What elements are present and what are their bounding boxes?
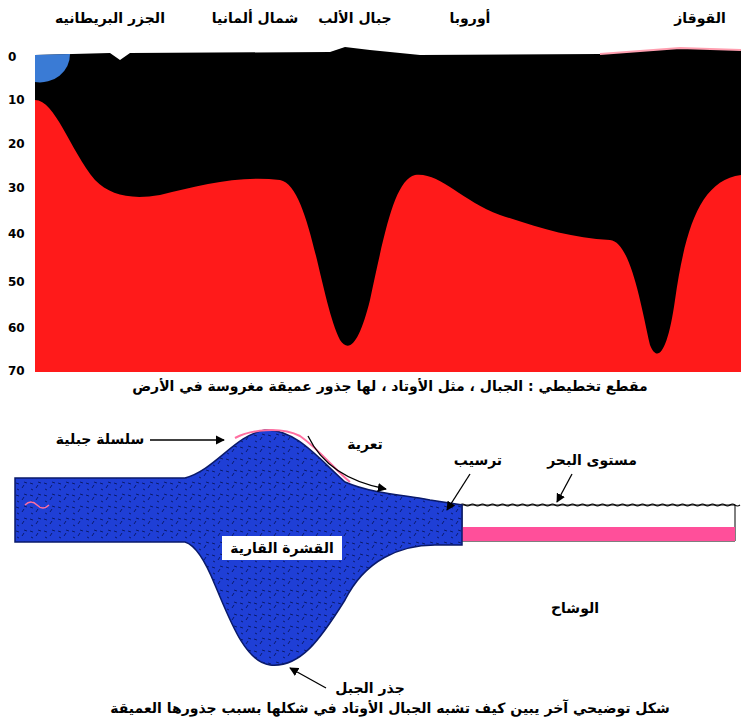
depth-number: 50: [8, 275, 25, 289]
depth-number: 30: [8, 181, 25, 195]
depth-number: 60: [8, 321, 25, 335]
region-box: القشرة القارية: [222, 536, 341, 560]
figure-caption: شكل توضيحي آخر يبين كيف تشبه الجبال الأو…: [110, 700, 669, 717]
leader-arrow: [290, 668, 326, 688]
depth-number: 70: [8, 364, 25, 378]
part-label: الوشاح: [551, 600, 599, 617]
ocean-crust: [462, 527, 735, 541]
mantle-fill: [35, 100, 741, 372]
continental-crust-shape: [15, 430, 462, 665]
part-label: مستوى البحر: [547, 452, 637, 469]
depth-number: 10: [8, 93, 25, 107]
region-label: القشرة القارية: [230, 540, 333, 556]
leader-arrow: [308, 436, 386, 489]
part-label: الجزر البريطانيه: [55, 10, 165, 27]
figure-caption: مقطع تخطيطي : الجبال ، مثل الأوتاد ، لها…: [132, 378, 647, 395]
part-label: شمال ألمانيا: [212, 10, 298, 27]
part-label: أوروبا: [450, 10, 491, 27]
part-label: جذر الجبل: [335, 680, 404, 697]
leader-arrow: [150, 439, 224, 440]
crust-fill: [35, 47, 741, 372]
part-label: جبال الألب: [318, 10, 391, 27]
depth-number: 0: [8, 50, 16, 64]
depth-number: 40: [8, 227, 25, 241]
part-label: القوقاز: [674, 10, 725, 27]
leader-arrow: [557, 474, 572, 502]
part-label: تعرية: [347, 436, 383, 453]
part-label: سلسلة جبلية: [56, 431, 145, 448]
part-label: ترسيب: [454, 452, 502, 469]
sea-patch: [35, 54, 70, 82]
sea-level-line: [440, 504, 740, 506]
leader-arrow: [447, 474, 470, 510]
depth-number: 20: [8, 137, 25, 151]
